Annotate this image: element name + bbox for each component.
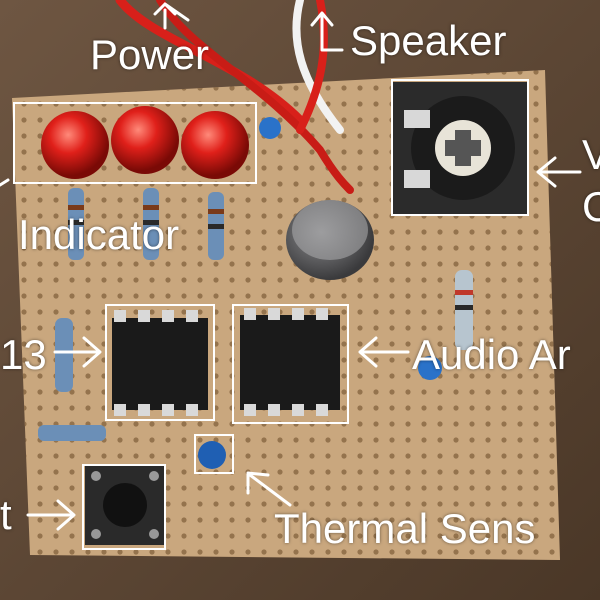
thermal-box [194,434,234,474]
volume-box [391,79,529,216]
wires [115,0,354,194]
label-audio-amp: Audio Ar [412,331,571,378]
led-2 [111,106,179,174]
annotation-boxes [13,79,529,550]
arrow-left-icon [358,336,410,368]
arrow-left-icon [53,336,102,368]
ic-chips [112,308,340,416]
label-thermal-sensor: Thermal Sens [274,505,536,552]
label-indicator: Indicator [18,211,180,258]
led-3 [181,111,249,179]
arrow-left-icon [0,178,10,187]
arrow-left-icon [536,156,582,188]
indicator-box [13,102,257,184]
capacitor [286,200,374,280]
label-button: t [0,491,12,538]
resistors [38,188,473,441]
arrow-up-icon [153,2,190,30]
label-speaker: Speaker [350,17,507,64]
button-box [82,464,166,550]
label-volume-bottom: C [582,183,600,230]
arrow-left-icon [26,499,76,531]
audio-amp-box [232,304,349,424]
label-power: Power [90,31,210,78]
annotation-arrows [0,2,582,531]
label-chip-left: 13 [0,331,47,378]
chip-left-box [105,304,215,421]
label-volume-top: V [582,131,600,178]
potentiometer [393,82,527,214]
led-1 [41,111,109,179]
indicator-leds [41,106,249,179]
push-button [85,465,165,545]
arrow-up-icon [246,471,292,507]
arrow-up-icon [310,11,344,52]
